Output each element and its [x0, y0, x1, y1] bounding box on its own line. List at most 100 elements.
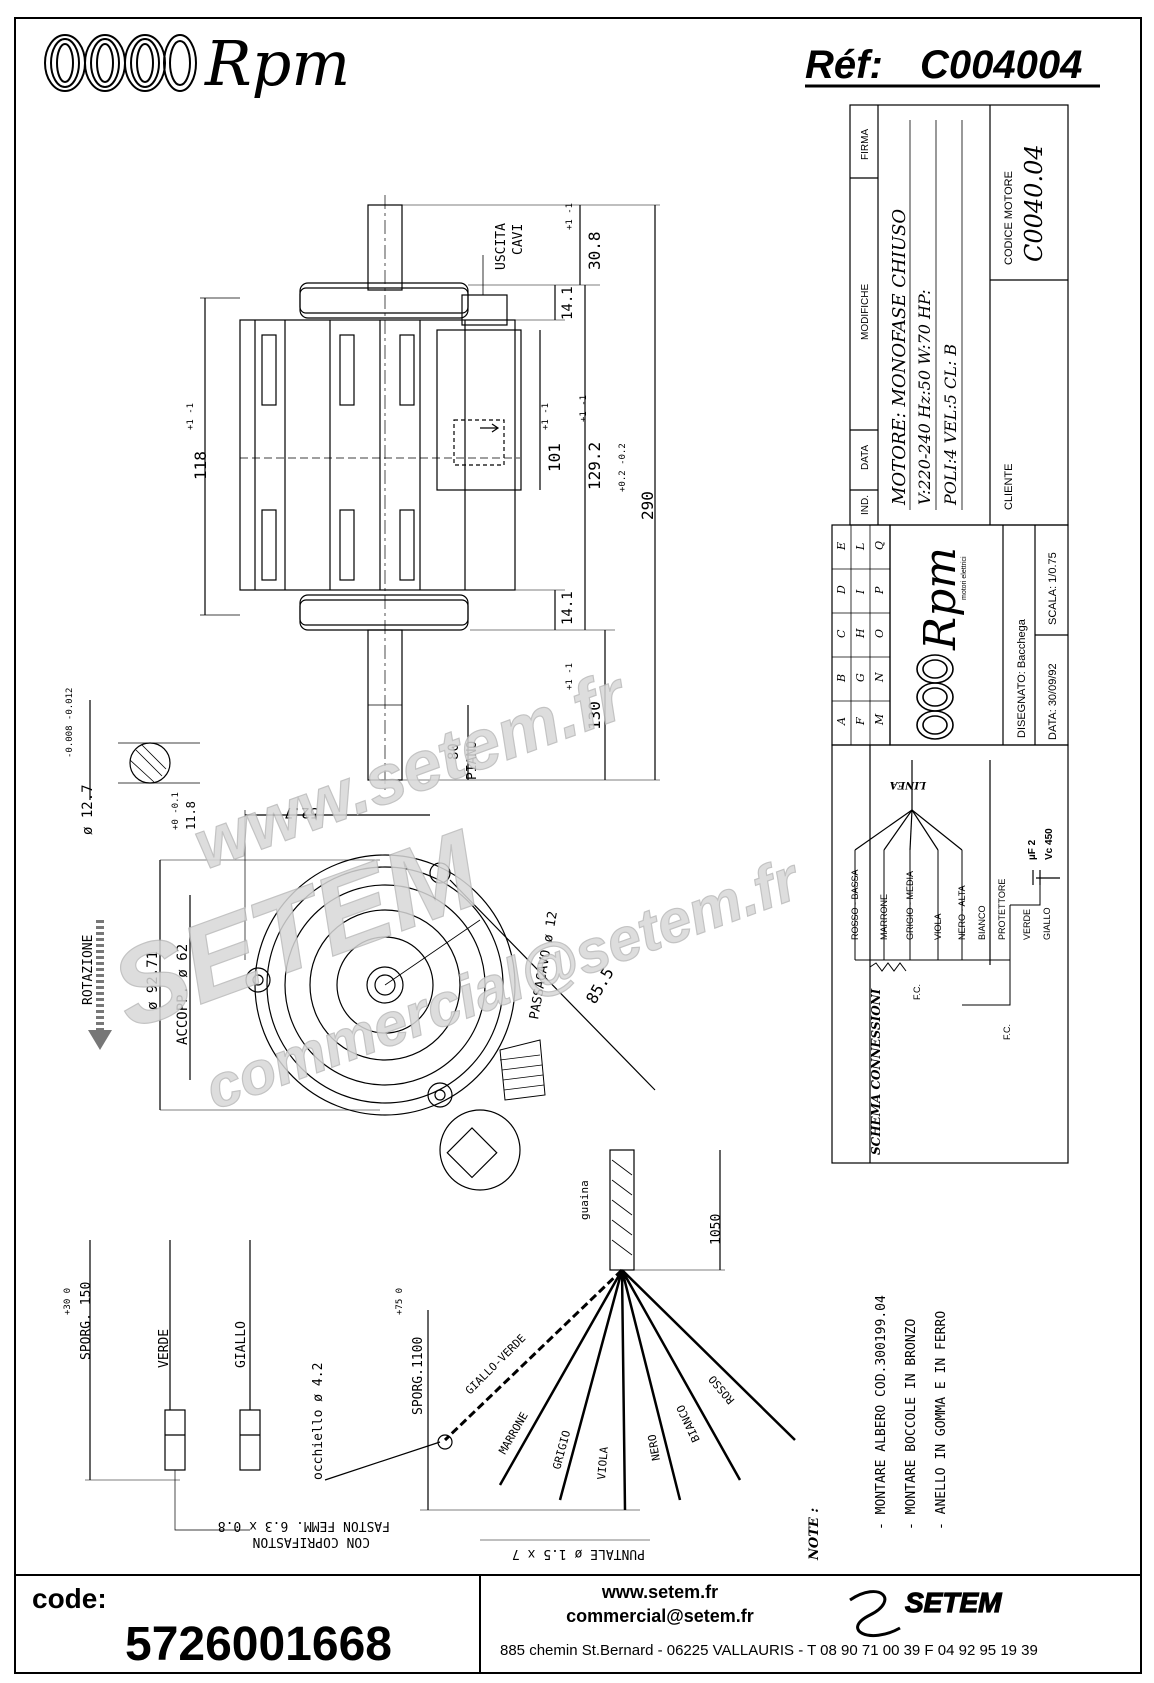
footer: code: 5726001668 www.setem.fr commercial… [14, 1574, 1142, 1672]
dim-290-tol: +0.2 -0.2 [618, 443, 628, 492]
dim-130: 130 [585, 701, 604, 730]
dim-101-tol: +1 -1 [541, 403, 551, 430]
notes: NOTE : - MONTARE ALBERO COD.300199.04 - … [807, 1295, 949, 1561]
revision-letter: H [854, 628, 867, 639]
flat-tol: +0 -0.1 [171, 792, 181, 830]
faston-label: FASTON FEMM. 6.3 x 0.8 [218, 1518, 390, 1533]
revision-letter: M [873, 713, 886, 726]
notes-label: NOTE : [807, 1508, 822, 1561]
schema-wire-label: BIANCO [977, 905, 987, 940]
shaft-tolerance: -0.008 -0.012 [65, 688, 75, 758]
cap-uf: µF 2 [1027, 839, 1038, 860]
dim-1050: 1050 [709, 1214, 724, 1245]
motor-front-view: ROTAZIONE ø 92.71 ACCOPP. ø 62 52.7 PASS… [81, 804, 656, 1191]
note-2: - MONTARE BOCCOLE IN BRONZO [904, 1319, 919, 1530]
data-value: DATA: 30/09/92 [1047, 663, 1059, 740]
dim-118-tol: +1 -1 [186, 403, 196, 430]
occhiello-label: occhiello ø 4.2 [311, 1363, 326, 1480]
uscita-label: USCITA [494, 223, 509, 270]
shaft-diameter: ø 12.7 [80, 784, 96, 835]
codice-value: C0040.04 [1020, 144, 1048, 262]
revision-letter: E [835, 542, 848, 551]
revision-letter: C [835, 629, 848, 638]
revision-letter: Q [873, 541, 886, 550]
footer-address: 885 chemin St.Bernard - 06225 VALLAURIS … [500, 1642, 1038, 1659]
ind-label: IND. [860, 495, 871, 515]
dim-14-1-bottom: 14.1 [560, 591, 576, 625]
cap-vc: Vc 450 [1044, 828, 1055, 860]
data-label: DATA [860, 444, 871, 470]
sporg-1100-tol: +75 0 [395, 1288, 405, 1315]
modifiche-label: MODIFICHE [860, 284, 871, 340]
revision-letter: G [854, 673, 867, 682]
code-label: code: [32, 1583, 107, 1614]
dim-118: 118 [191, 451, 210, 480]
puntale-label: PUNTALE ø 1.5 x 7 [512, 1546, 645, 1561]
dim-52-7: 52.7 [284, 804, 318, 820]
logo-block: Rpm motori elettrici DISEGNATO: Bacchega… [889, 524, 1069, 746]
coprifaston-label: CON COPRIFASTON [253, 1534, 370, 1549]
drawing-sheet [14, 17, 1142, 1674]
sporg-150-tol: +30 0 [63, 1288, 73, 1315]
verde-label: VERDE [157, 1329, 172, 1368]
revision-letter: B [835, 674, 848, 683]
fan-wire-label: NERO [646, 1433, 663, 1461]
disegnato: DISEGNATO: Bacchega [1016, 618, 1028, 738]
reference: Réf: C004004 [805, 43, 1100, 88]
schema-title: SCHEMA CONNESSIONI [869, 988, 883, 1155]
accopp-label: ACCOPP. ø 62 [175, 944, 191, 1045]
logo-subtitle: motori elettrici [961, 556, 968, 600]
schema-wire-label: PROTETTORE [997, 879, 1007, 940]
logo-text: Rpm [915, 547, 966, 651]
fan-wire-label: GIALLO-VERDE [463, 1332, 528, 1397]
schema-wire-label: VERDE [1022, 909, 1032, 940]
ref-code: C004004 [920, 43, 1082, 87]
motor-line-1: MOTORE: MONOFASE CHIUSO [889, 209, 910, 506]
revision-letter: O [873, 629, 886, 638]
guaina-label: guaina [578, 1180, 591, 1220]
shaft-section: ø 12.7 -0.008 -0.012 11.8 +0 -0.1 [65, 688, 200, 835]
firma-label: FIRMA [860, 129, 871, 160]
dim-130-tol: +1 -1 [565, 663, 575, 690]
linea-label: LINEA [890, 779, 927, 790]
codice-label: CODICE MOTORE [1003, 171, 1015, 265]
dim-80: 80 [446, 743, 462, 760]
dim-129-2: 129.2 [585, 442, 604, 490]
schema-wire-label: GIALLO [1042, 907, 1052, 940]
fan-wire-label: BIANCO [674, 1403, 703, 1445]
revision-letter: L [854, 543, 867, 551]
footer-email: commercial@setem.fr [566, 1606, 754, 1626]
revision-letter: P [873, 586, 886, 595]
cavi-label: CAVI [511, 224, 526, 255]
rpm-logo: Rpm [44, 27, 350, 100]
ref-label: Réf: [805, 43, 883, 87]
code-value: 5726001668 [125, 1618, 392, 1671]
cliente-label: CLIENTE [1003, 464, 1015, 510]
sporg-150: SPORG. 150 [79, 1282, 94, 1360]
dim-290: 290 [638, 491, 657, 520]
piano-label: PIANO [465, 741, 480, 780]
fan-wire-label: MARRONE [496, 1410, 530, 1457]
motor-side-view: 118 +1 -1 101 +1 -1 129.2 +1 -1 290 +0.2… [186, 195, 660, 790]
giallo-label: GIALLO [234, 1321, 249, 1368]
fc-1: F.C. [912, 984, 922, 1000]
revision-letter: I [854, 589, 867, 595]
dim-92-71: ø 92.71 [145, 951, 161, 1010]
setem-logo: SETEM [849, 1586, 1003, 1637]
motor-line-3: POLI:4 VEL:5 CL: B [941, 344, 960, 506]
title-block: FIRMA MODIFICHE DATA IND. MOTORE: MONOFA… [849, 104, 1069, 526]
revision-letter: D [835, 585, 848, 595]
revision-letter: F [854, 717, 867, 726]
revision-letter: A [835, 717, 848, 726]
scala: SCALA: 1/0.75 [1047, 552, 1059, 625]
footer-website: www.setem.fr [601, 1582, 718, 1602]
dim-129-2-tol: +1 -1 [579, 395, 589, 422]
dim-14-1-top: 14.1 [560, 286, 576, 320]
note-1: - MONTARE ALBERO COD.300199.04 [874, 1295, 889, 1530]
connection-schema: SCHEMA CONNESSIONI LINEA µF 2 Vc 450 ROS… [831, 744, 1069, 1164]
dim-101: 101 [545, 443, 564, 472]
note-3: - ANELLO IN GOMMA E IN FERRO [934, 1311, 949, 1530]
